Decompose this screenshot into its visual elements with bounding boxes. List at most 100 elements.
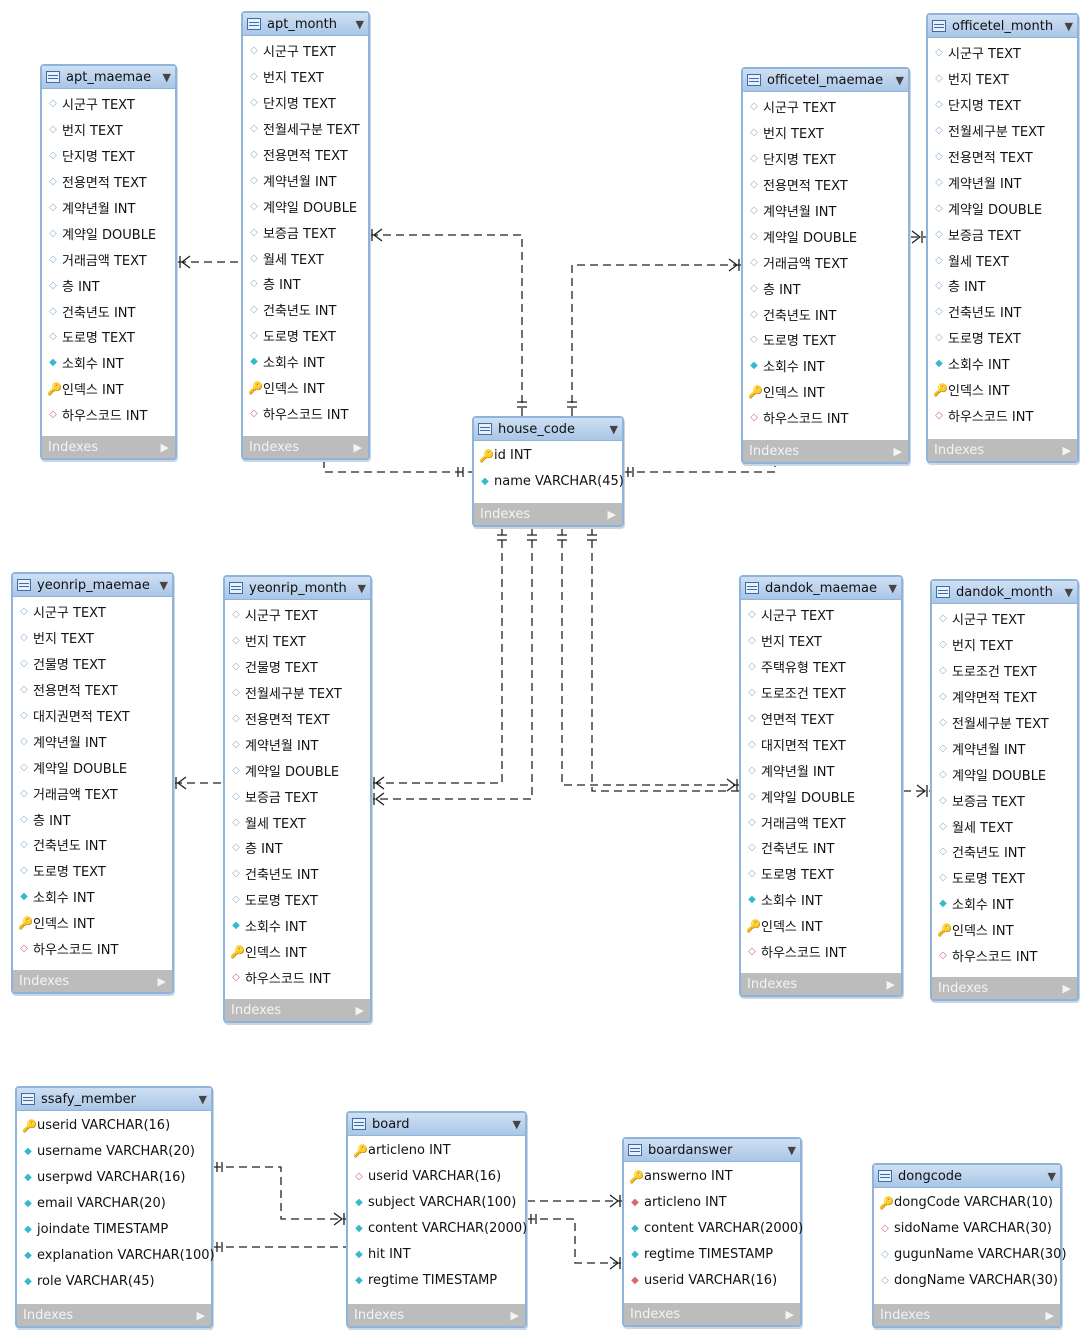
column-row[interactable]: ◇층 INT <box>928 273 1077 299</box>
column-row[interactable]: ◇건물명 TEXT <box>225 654 370 680</box>
column-row[interactable]: ◇하우스코드 INT <box>741 939 901 965</box>
column-row[interactable]: ◇대지면적 TEXT <box>741 731 901 757</box>
column-row[interactable]: ◆articleno INT <box>624 1190 800 1216</box>
column-row[interactable]: ◇층 INT <box>13 806 172 832</box>
table-header[interactable]: dandok_maemae▼ <box>741 577 901 600</box>
column-row[interactable]: 🔑인덱스 INT <box>743 379 908 405</box>
column-row[interactable]: ◇번지 TEXT <box>243 64 368 90</box>
table-header[interactable]: boardanswer▼ <box>624 1139 800 1162</box>
indexes-bar[interactable]: Indexes▶ <box>741 973 901 995</box>
table-boardanswer[interactable]: boardanswer▼🔑answerno INT◆articleno INT◆… <box>622 1137 803 1327</box>
column-row[interactable]: ◇계약일 DOUBLE <box>928 195 1077 221</box>
indexes-bar[interactable]: Indexes▶ <box>743 440 908 462</box>
column-row[interactable]: ◇도로명 TEXT <box>243 323 368 349</box>
column-row[interactable]: 🔑dongCode VARCHAR(10) <box>874 1190 1060 1216</box>
table-header[interactable]: ssafy_member▼ <box>17 1088 211 1111</box>
column-row[interactable]: ◇층 INT <box>225 835 370 861</box>
column-row[interactable]: ◇거래금액 TEXT <box>741 809 901 835</box>
indexes-bar[interactable]: Indexes▶ <box>225 999 370 1021</box>
collapse-toggle-icon[interactable]: ▼ <box>162 70 171 84</box>
column-row[interactable]: ◆explanation VARCHAR(100) <box>17 1242 214 1268</box>
column-row[interactable]: ◇전월세구분 TEXT <box>243 116 368 142</box>
column-row[interactable]: ◆소회수 INT <box>932 891 1077 917</box>
column-row[interactable]: ◆regtime TIMESTAMP <box>348 1267 525 1293</box>
column-row[interactable]: ◇거래금액 TEXT <box>42 246 175 272</box>
column-row[interactable]: ◇계약년월 INT <box>928 169 1077 195</box>
collapse-toggle-icon[interactable]: ▼ <box>1047 1169 1056 1183</box>
indexes-bar[interactable]: Indexes▶ <box>624 1303 800 1325</box>
column-row[interactable]: ◆joindate TIMESTAMP <box>17 1217 211 1243</box>
column-row[interactable]: ◇하우스코드 INT <box>743 405 908 431</box>
expand-arrow-icon[interactable]: ▶ <box>1062 443 1071 457</box>
column-row[interactable]: ◆소회수 INT <box>928 351 1077 377</box>
indexes-bar[interactable]: Indexes▶ <box>13 970 172 992</box>
column-row[interactable]: ◆소회수 INT <box>743 353 908 379</box>
table-dandok-maemae[interactable]: dandok_maemae▼◇시군구 TEXT◇번지 TEXT◇주택유형 TEX… <box>739 575 903 997</box>
column-row[interactable]: ◇도로명 TEXT <box>928 325 1077 351</box>
column-row[interactable]: ◇건축년도 INT <box>42 298 175 324</box>
column-row[interactable]: ◇거래금액 TEXT <box>743 249 908 275</box>
table-apt-maemae[interactable]: apt_maemae▼◇시군구 TEXT◇번지 TEXT◇단지명 TEXT◇전용… <box>40 64 177 460</box>
table-officetel-month[interactable]: officetel_month▼◇시군구 TEXT◇번지 TEXT◇단지명 TE… <box>926 13 1079 463</box>
column-row[interactable]: ◇계약년월 INT <box>932 735 1077 761</box>
column-row[interactable]: ◇계약일 DOUBLE <box>13 754 172 780</box>
column-row[interactable]: ◇층 INT <box>243 271 368 297</box>
column-row[interactable]: ◇계약면적 TEXT <box>932 684 1077 710</box>
collapse-toggle-icon[interactable]: ▼ <box>355 17 364 31</box>
column-row[interactable]: ◇층 INT <box>42 272 175 298</box>
column-row[interactable]: ◆content VARCHAR(2000) <box>348 1216 527 1242</box>
column-row[interactable]: ◆regtime TIMESTAMP <box>624 1242 800 1268</box>
expand-arrow-icon[interactable]: ▶ <box>893 444 902 458</box>
column-row[interactable]: ◇도로조건 TEXT <box>741 680 901 706</box>
column-row[interactable]: ◇단지명 TEXT <box>743 146 908 172</box>
collapse-toggle-icon[interactable]: ▼ <box>895 73 904 87</box>
collapse-toggle-icon[interactable]: ▼ <box>787 1143 796 1157</box>
column-row[interactable]: ◇계약년월 INT <box>741 757 901 783</box>
column-row[interactable]: 🔑articleno INT <box>348 1138 525 1164</box>
column-row[interactable]: ◇월세 TEXT <box>932 813 1077 839</box>
column-row[interactable]: ◆content VARCHAR(2000) <box>624 1216 803 1242</box>
column-row[interactable]: 🔑인덱스 INT <box>42 376 175 402</box>
table-board[interactable]: board▼🔑articleno INT◇userid VARCHAR(16)◆… <box>346 1111 527 1328</box>
column-row[interactable]: ◇도로명 TEXT <box>743 327 908 353</box>
column-row[interactable]: ◆email VARCHAR(20) <box>17 1191 211 1217</box>
collapse-toggle-icon[interactable]: ▼ <box>159 578 168 592</box>
column-row[interactable]: ◇시군구 TEXT <box>13 599 172 625</box>
column-row[interactable]: ◇건축년도 INT <box>13 832 172 858</box>
table-apt-month[interactable]: apt_month▼◇시군구 TEXT◇번지 TEXT◇단지명 TEXT◇전월세… <box>241 11 370 460</box>
column-row[interactable]: ◇건축년도 INT <box>932 839 1077 865</box>
column-row[interactable]: ◆name VARCHAR(45) <box>474 469 624 495</box>
column-row[interactable]: ◇계약일 DOUBLE <box>741 783 901 809</box>
expand-arrow-icon[interactable]: ▶ <box>607 507 616 521</box>
column-row[interactable]: 🔑id INT <box>474 443 622 469</box>
column-row[interactable]: ◇계약년월 INT <box>225 731 370 757</box>
column-row[interactable]: 🔑answerno INT <box>624 1164 800 1190</box>
collapse-toggle-icon[interactable]: ▼ <box>357 581 366 595</box>
column-row[interactable]: ◇번지 TEXT <box>42 117 175 143</box>
table-header[interactable]: house_code▼ <box>474 418 622 441</box>
column-row[interactable]: ◇번지 TEXT <box>743 120 908 146</box>
column-row[interactable]: ◇시군구 TEXT <box>225 602 370 628</box>
column-row[interactable]: ◇시군구 TEXT <box>243 38 368 64</box>
table-ssafy-member[interactable]: ssafy_member▼🔑userid VARCHAR(16)◆usernam… <box>15 1086 215 1328</box>
indexes-bar[interactable]: Indexes▶ <box>17 1304 211 1326</box>
indexes-bar[interactable]: Indexes▶ <box>932 977 1077 999</box>
expand-arrow-icon[interactable]: ▶ <box>353 440 362 454</box>
column-row[interactable]: 🔑인덱스 INT <box>928 377 1077 403</box>
column-row[interactable]: ◇전용면적 TEXT <box>743 172 908 198</box>
column-row[interactable]: ◇연면적 TEXT <box>741 706 901 732</box>
column-row[interactable]: ◇하우스코드 INT <box>243 400 368 426</box>
column-row[interactable]: ◇전월세구분 TEXT <box>225 680 370 706</box>
column-row[interactable]: ◇도로명 TEXT <box>932 865 1077 891</box>
column-row[interactable]: ◇계약일 DOUBLE <box>42 220 175 246</box>
column-row[interactable]: ◇시군구 TEXT <box>932 606 1077 632</box>
column-row[interactable]: ◇건축년도 INT <box>743 301 908 327</box>
column-row[interactable]: ◇시군구 TEXT <box>928 40 1077 66</box>
column-row[interactable]: ◇전용면적 TEXT <box>13 677 172 703</box>
expand-arrow-icon[interactable]: ▶ <box>1062 981 1071 995</box>
indexes-bar[interactable]: Indexes▶ <box>874 1304 1060 1326</box>
column-row[interactable]: ◇단지명 TEXT <box>42 143 175 169</box>
column-row[interactable]: ◇번지 TEXT <box>13 625 172 651</box>
column-row[interactable]: ◇계약일 DOUBLE <box>225 757 370 783</box>
column-row[interactable]: ◆userpwd VARCHAR(16) <box>17 1165 211 1191</box>
